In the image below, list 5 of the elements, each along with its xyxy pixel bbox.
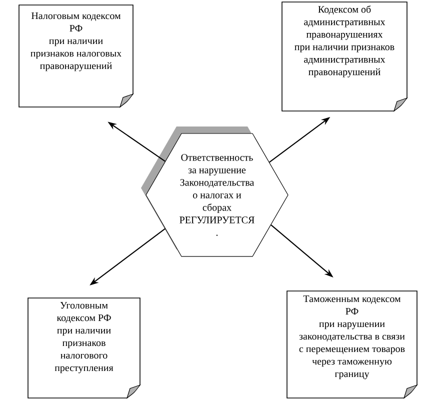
note-sheet: Налоговым кодексом РФ при наличии признаков налоговых правонарушений bbox=[18, 4, 134, 108]
note-sheet: Таможенным кодексом РФ при нарушении законодательства в связи с перемещением товаров через таможенную границу bbox=[286, 290, 418, 398]
note-sheet: Кодексом об административных правонарушениях при наличии признаков административных правонарушений bbox=[282, 2, 408, 112]
note-sheet: Уголовным кодексом РФ при наличии признаков налогового преступления bbox=[28, 298, 140, 398]
hexagon: Ответственность за нарушение Законодательства о налогах и сборах РЕГУЛИРУЕТСЯ . bbox=[141, 126, 288, 257]
